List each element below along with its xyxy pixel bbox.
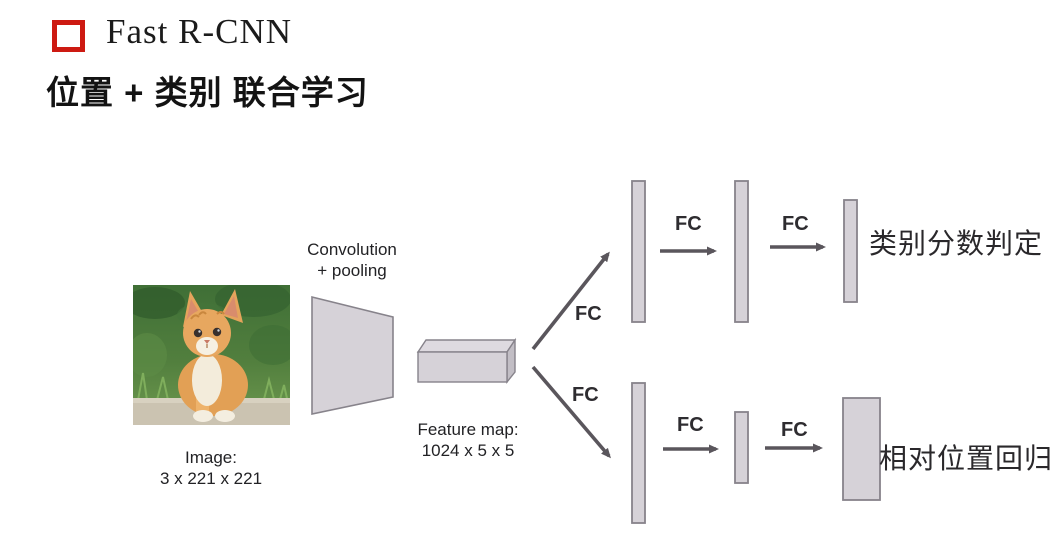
fc-label-diagonal-top: FC: [575, 303, 602, 325]
conv-caption-line2: + pooling: [317, 261, 387, 280]
slide-subtitle: 位置 + 类别 联合学习: [46, 74, 369, 111]
feature-map-caption-line2: 1024 x 5 x 5: [421, 441, 515, 460]
fc-label-top-2: FC: [782, 213, 809, 235]
arrow-diagonal-bottom: [531, 365, 611, 459]
slide-title: Fast R-CNN: [106, 12, 292, 51]
image-caption: Image: 3 x 221 x 221: [118, 447, 304, 489]
fc-layer-bar-bottom-1: [631, 382, 646, 524]
image-caption-line1: Image:: [185, 448, 237, 467]
fc-label-top-1: FC: [675, 213, 702, 235]
image-caption-line2: 3 x 221 x 221: [159, 469, 263, 488]
fc-layer-bar-top-3: [843, 199, 858, 303]
bullet-square-icon: [52, 20, 85, 52]
output-label-classification: 类别分数判定: [869, 229, 1044, 260]
fc-label-bottom-1: FC: [677, 414, 704, 436]
feature-map-caption: Feature map: 1024 x 5 x 5: [398, 419, 538, 461]
feature-map-box: [416, 337, 517, 384]
fc-label-diagonal-bottom: FC: [572, 384, 599, 406]
conv-trapezoid: [311, 295, 394, 415]
fc-layer-bar-bottom-2: [734, 411, 749, 484]
regression-output-block: [842, 397, 881, 501]
cat-photo: [133, 285, 290, 425]
cat-photo-art: [133, 285, 290, 425]
fc-layer-bar-top-2: [734, 180, 749, 323]
fc-layer-bar-top-1: [631, 180, 646, 323]
conv-caption: Convolution + pooling: [282, 239, 422, 281]
feature-map-caption-line1: Feature map:: [417, 420, 519, 439]
conv-caption-line1: Convolution: [307, 240, 397, 259]
fc-label-bottom-2: FC: [781, 419, 808, 441]
arrow-diagonal-top: [531, 251, 610, 351]
output-label-regression: 相对位置回归: [879, 444, 1053, 475]
